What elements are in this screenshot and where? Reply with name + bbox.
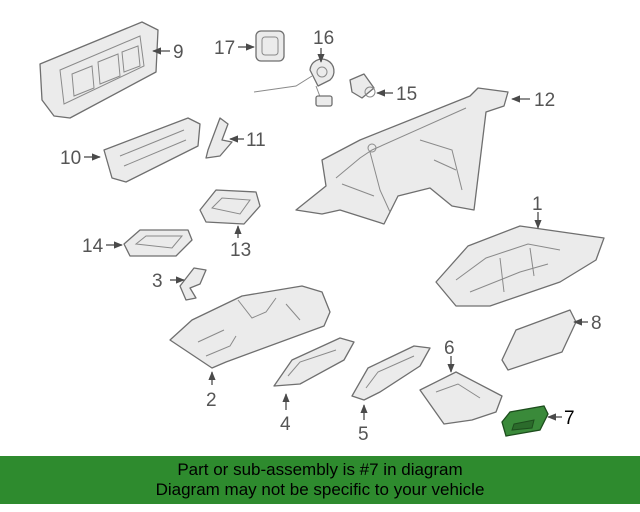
banner-line-2: Diagram may not be specific to your vehi… <box>155 480 485 499</box>
part-9-cluster-housing[interactable] <box>39 21 159 119</box>
part-13-vent[interactable] <box>199 189 261 225</box>
part-1-glove-box[interactable] <box>435 225 605 307</box>
part-12-dash-frame[interactable] <box>295 87 509 225</box>
callout-11: 11 <box>246 130 266 151</box>
part-16-switch[interactable] <box>253 58 335 107</box>
callout-4: 4 <box>280 414 291 435</box>
callout-5: 5 <box>358 424 369 445</box>
part-7-highlighted[interactable] <box>501 405 549 437</box>
callout-14: 14 <box>82 236 104 257</box>
callout-10: 10 <box>60 148 81 169</box>
callout-6: 6 <box>444 338 455 359</box>
callout-16: 16 <box>313 28 334 49</box>
callout-8: 8 <box>591 313 602 334</box>
part-17-clip[interactable] <box>255 30 285 62</box>
callout-12: 12 <box>534 90 555 111</box>
callout-9: 9 <box>173 42 184 63</box>
part-14-vent[interactable] <box>123 229 193 257</box>
banner-line-1: Part or sub-assembly is #7 in diagram <box>177 460 463 479</box>
callout-15: 15 <box>396 84 417 105</box>
part-11-bracket[interactable] <box>205 117 233 159</box>
parts-diagram: 9 17 16 15 12 11 10 <box>39 21 605 445</box>
part-2-lower-panel[interactable] <box>169 285 331 369</box>
callout-2: 2 <box>206 390 217 411</box>
callout-3: 3 <box>152 271 163 292</box>
part-4-trim[interactable] <box>273 337 355 387</box>
info-banner: Part or sub-assembly is #7 in diagram Di… <box>0 456 640 504</box>
part-6-panel[interactable] <box>419 371 503 425</box>
part-10-trim-panel[interactable] <box>103 117 201 183</box>
part-3-bracket[interactable] <box>179 267 207 301</box>
callout-7: 7 <box>564 408 575 429</box>
callout-13: 13 <box>230 240 251 261</box>
callout-17: 17 <box>214 38 235 59</box>
part-15-knob[interactable] <box>349 73 376 99</box>
callout-1: 1 <box>532 194 543 215</box>
part-8-panel[interactable] <box>501 309 577 371</box>
part-5-trim[interactable] <box>351 345 431 401</box>
